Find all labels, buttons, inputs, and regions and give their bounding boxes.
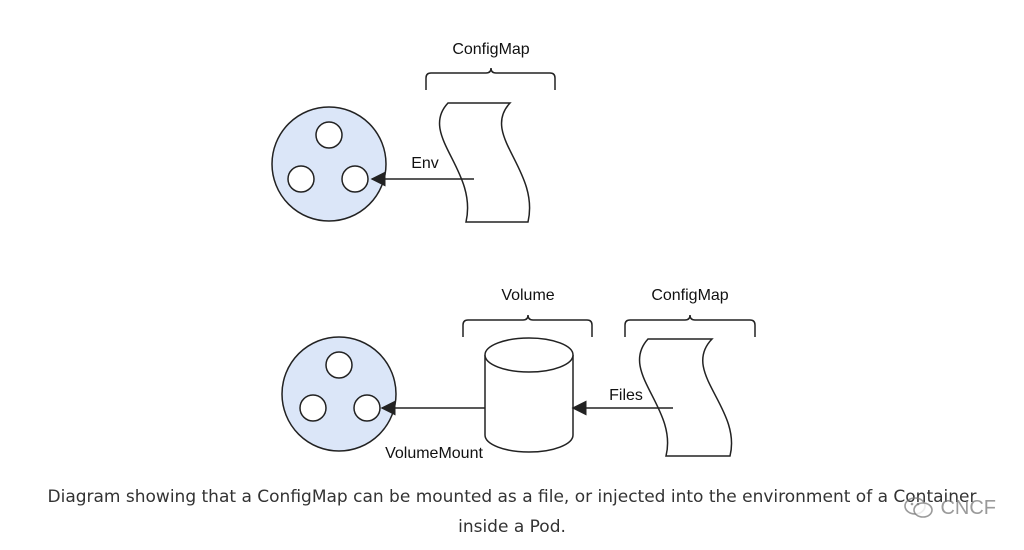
volumemount-label: VolumeMount [385,445,483,462]
files-label: Files [609,387,643,404]
volume-cylinder-icon [484,337,574,453]
configmap-label-bottom: ConfigMap [651,287,728,304]
container-icon [287,165,315,193]
pod-top [271,106,387,222]
figure-caption: Diagram showing that a ConfigMap can be … [0,482,1024,542]
watermark: CNCF [904,496,996,520]
configmap-brace-top [425,67,556,90]
pod-bottom [281,336,397,452]
configmap-label-top: ConfigMap [452,41,529,58]
wechat-icon [904,497,934,518]
volume-brace [462,314,593,337]
container-icon [341,165,369,193]
watermark-text: CNCF [940,496,996,519]
configmap-document-icon [638,338,733,457]
container-icon [325,351,353,379]
volume-label: Volume [501,287,554,304]
caption-line-1: Diagram showing that a ConfigMap can be … [47,487,977,507]
container-icon [315,121,343,149]
container-icon [299,394,327,422]
configmap-document-icon [438,102,531,223]
configmap-brace-bottom [624,314,756,337]
container-icon [353,394,381,422]
diagram-canvas: ConfigMap Env Volume ConfigMap Files Vol… [271,41,756,462]
env-label: Env [411,155,439,172]
caption-line-2: inside a Pod. [458,517,566,537]
